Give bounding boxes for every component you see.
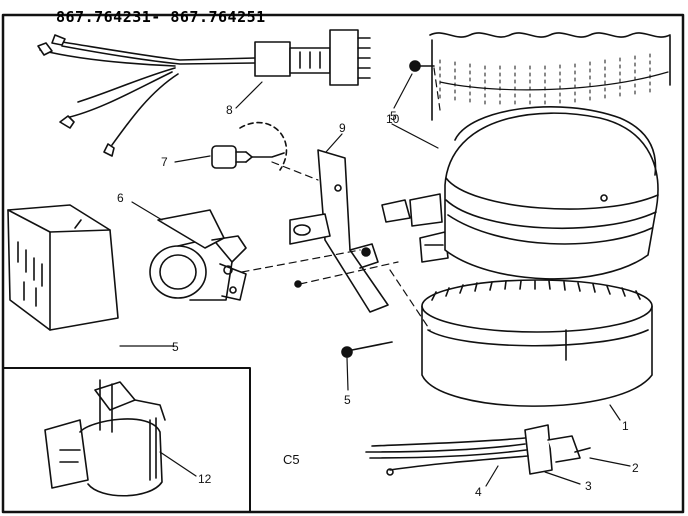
callout-11: 10 — [386, 112, 400, 126]
lamp-part-8 — [211, 121, 288, 171]
callout-2: 2 — [632, 461, 639, 475]
wire-harness-part-9 — [37, 29, 371, 157]
timer-motor-part-7 — [149, 209, 247, 301]
callout-10: 9 — [339, 121, 346, 135]
leader-lines — [119, 73, 631, 487]
figure-code: C5 — [283, 452, 300, 467]
switch-assembly-parts-2-3-4 — [365, 424, 591, 476]
callout-9: 8 — [226, 103, 233, 117]
callout-7: 6 — [117, 191, 124, 205]
callout-1: 1 — [622, 419, 629, 433]
top-shade — [429, 32, 671, 121]
cover-box-part-6 — [7, 204, 119, 331]
inset-frame — [3, 367, 251, 513]
screws-part-5 — [294, 60, 435, 358]
dome-housing-part-11 — [444, 106, 659, 280]
callout-4: 4 — [475, 485, 482, 499]
bracket-part-10 — [289, 149, 389, 313]
switch-clips — [381, 193, 449, 263]
callout-8: 7 — [161, 155, 168, 169]
callout-5-top: 5 — [390, 109, 397, 123]
callout-5-bottom: 5 — [344, 393, 351, 407]
model-number-title: 867.764231- 867.764251 — [56, 8, 266, 26]
inset-assembly-part-12 — [44, 379, 166, 497]
diagram-border — [1, 13, 685, 514]
exploded-dashed-lines — [241, 67, 441, 331]
callout-12: 12 — [198, 472, 212, 486]
bottom-ring-part-1 — [421, 279, 653, 407]
callout-3: 3 — [585, 479, 592, 493]
callout-6: 5 — [172, 340, 179, 354]
